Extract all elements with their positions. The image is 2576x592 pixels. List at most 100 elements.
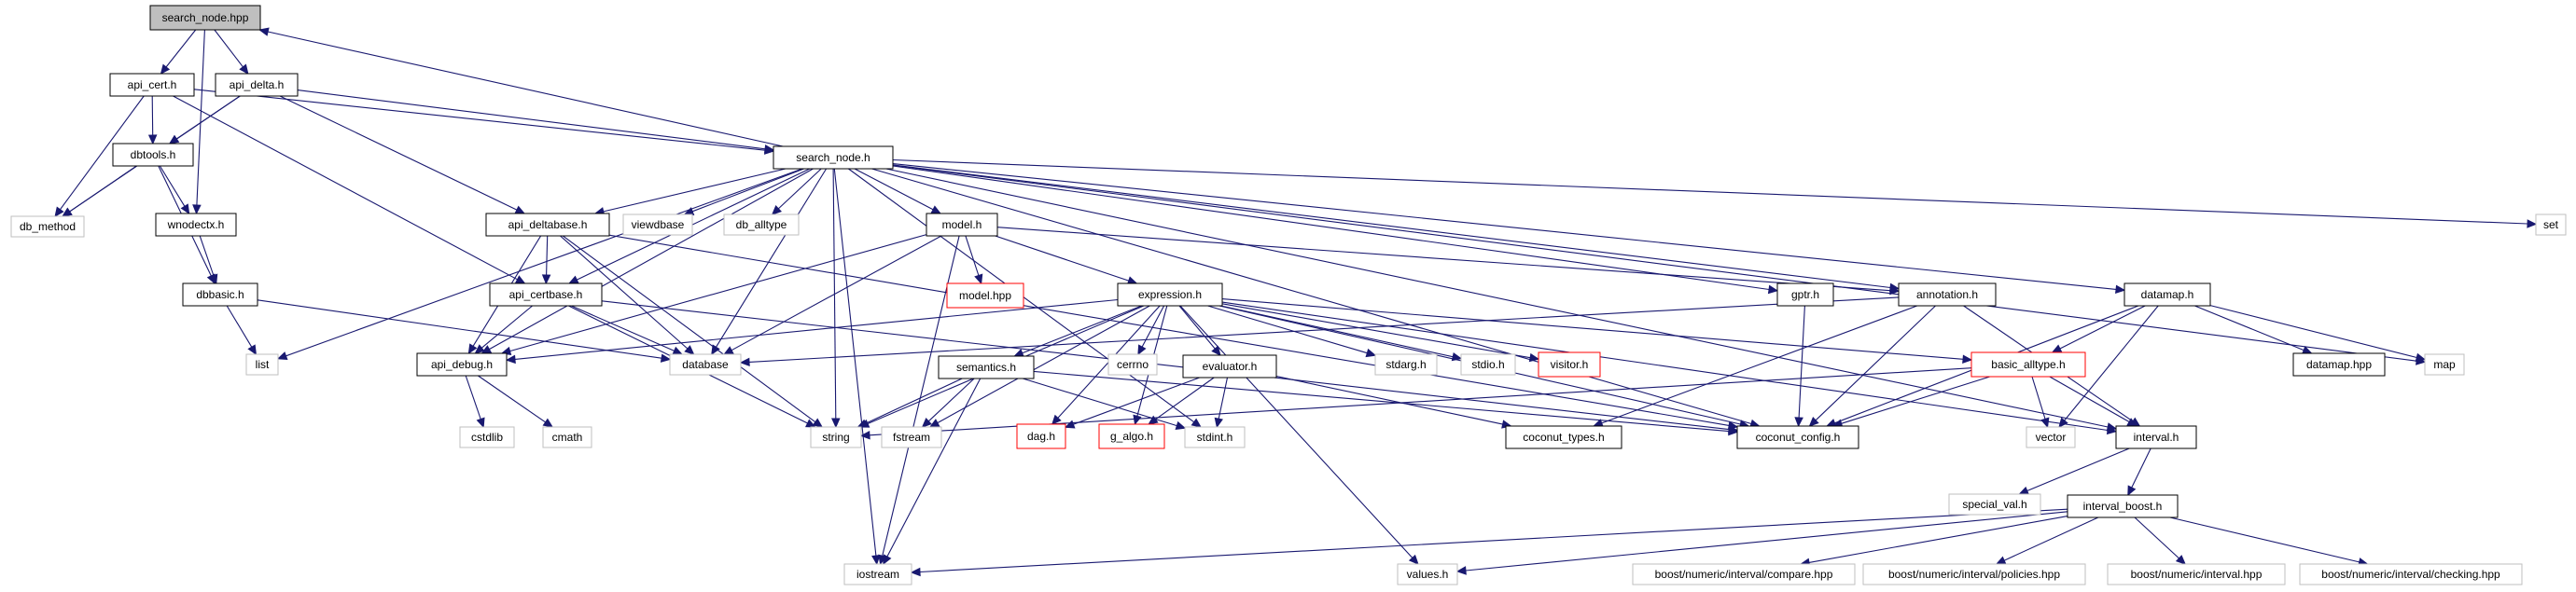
node-coconut-types-h[interactable]: coconut_types.h [1505, 425, 1622, 449]
node-api-deltabase-h[interactable]: api_deltabase.h [485, 213, 610, 237]
arrowhead-icon [1365, 348, 1377, 358]
node-basic-alltype-h[interactable]: basic_alltype.h [1970, 351, 2086, 378]
edge-line [995, 235, 1129, 282]
node-search-node-h[interactable]: search_node.h [773, 145, 894, 170]
node-viewdbase: viewdbase [622, 213, 693, 236]
node-model-h[interactable]: model.h [926, 213, 998, 237]
node-label: api_deltabase.h [508, 218, 588, 231]
edge-api-certbase-h-to-api-debug-h [474, 305, 533, 354]
edge-model-h-to-model-hpp [965, 235, 983, 285]
arrowhead-icon [160, 63, 171, 75]
edge-line [892, 164, 1891, 289]
node-label: api_certbase.h [509, 288, 583, 301]
node-interval-h[interactable]: interval.h [2115, 425, 2197, 449]
edge-line [937, 305, 1150, 424]
edge-line [886, 378, 982, 558]
node-wnodectx-h[interactable]: wnodectx.h [155, 213, 237, 237]
edge-line [892, 158, 2528, 225]
edge-expression-h-to-api-debug-h [505, 298, 1119, 365]
node-coconut-config-h[interactable]: coconut_config.h [1736, 425, 1859, 449]
edge-line [285, 168, 803, 357]
edge-expression-h-to-interval-h [1221, 301, 2118, 435]
arrowhead-icon [505, 354, 516, 365]
arrowhead-icon [831, 418, 841, 429]
node-label: evaluator.h [1203, 360, 1258, 373]
node-api-cert-h[interactable]: api_cert.h [109, 73, 195, 97]
node-model-hpp[interactable]: model.hpp [946, 282, 1024, 309]
arrowhead-icon [276, 351, 288, 361]
edge-interval-h-to-interval-boost-h [2127, 447, 2151, 497]
edge-search-node-h-to-gptr-h [892, 165, 1779, 295]
node-annotation-h[interactable]: annotation.h [1898, 282, 1997, 307]
edge-line [731, 235, 942, 351]
edge-line [601, 300, 1730, 431]
arrowhead-icon [467, 343, 478, 355]
node-api-debug-h[interactable]: api_debug.h [416, 352, 508, 377]
node-label: iostream [856, 568, 899, 581]
node-datamap-h[interactable]: datamap.h [2123, 282, 2211, 307]
edge-line [882, 235, 960, 557]
node-cerrno: cerrno [1107, 353, 1158, 376]
edge-semantics-h-to-iostream [883, 378, 982, 566]
node-label: fstream [893, 431, 930, 444]
node-string: string [810, 426, 862, 448]
edge-dbbasic-h-to-list [226, 305, 258, 356]
node-label: map [2433, 358, 2456, 371]
node-gptr-h[interactable]: gptr.h [1776, 282, 1834, 307]
node-label: dbbasic.h [196, 288, 244, 301]
edge-line [69, 165, 137, 213]
node-api-delta-h[interactable]: api_delta.h [215, 73, 299, 97]
node-label: wnodectx.h [167, 218, 225, 231]
edge-line [226, 305, 253, 348]
arrowhead-icon [567, 275, 579, 284]
node-dbbasic-h[interactable]: dbbasic.h [182, 282, 258, 307]
arrowhead-icon [2527, 219, 2538, 228]
edge-line [927, 378, 975, 422]
node-box [10, 215, 85, 238]
node-interval-boost-h[interactable]: interval_boost.h [2067, 494, 2179, 518]
edge-line [1179, 305, 1413, 558]
arrowhead-icon [1013, 349, 1024, 357]
edge-line [777, 168, 822, 210]
node-evaluator-h[interactable]: evaluator.h [1182, 354, 1277, 379]
edge-line [199, 235, 215, 276]
node-box [1898, 282, 1997, 307]
edge-line [489, 168, 814, 351]
edge-interval-boost-h-to-values-h [1455, 511, 2068, 575]
node-search-node-hpp[interactable]: search_node.hpp [149, 5, 261, 31]
node-fstream: fstream [881, 426, 942, 448]
edge-line [196, 29, 205, 206]
edge-api-debug-h-to-cstdlib [465, 375, 485, 429]
arrowhead-icon [209, 273, 218, 285]
node-g-algo-h[interactable]: g_algo.h [1098, 423, 1165, 449]
edge-line [892, 163, 2117, 290]
node-semantics-h[interactable]: semantics.h [938, 355, 1035, 379]
node-label: api_cert.h [128, 78, 177, 91]
edge-search-node-h-to-list [276, 168, 803, 361]
node-label: set [2543, 218, 2559, 231]
edge-line [1808, 516, 2068, 563]
edge-line [2059, 305, 2146, 350]
edge-interval-boost-h-to-boost-compare [1799, 516, 2068, 567]
arrowhead-icon [974, 273, 983, 285]
edge-datamap-h-to-vector [2058, 305, 2159, 428]
arrowhead-icon [1137, 344, 1147, 356]
node-label: annotation.h [1916, 288, 1978, 301]
arrowhead-icon [684, 345, 695, 355]
node-datamap-hpp[interactable]: datamap.hpp [2292, 352, 2386, 377]
node-dag-h[interactable]: dag.h [1016, 423, 1066, 449]
node-api-certbase-h[interactable]: api_certbase.h [489, 282, 603, 307]
node-label: stdarg.h [1385, 358, 1426, 371]
node-dbtools-h[interactable]: dbtools.h [112, 143, 194, 167]
node-visitor-h[interactable]: visitor.h [1538, 351, 1601, 378]
node-expression-h[interactable]: expression.h [1117, 282, 1223, 307]
arrowhead-icon [542, 418, 554, 428]
arrowhead-icon [514, 275, 526, 284]
arrowhead-icon [1133, 414, 1142, 426]
arrowhead-icon [147, 134, 158, 145]
edge-line [509, 234, 927, 352]
edge-datamap-h-to-datamap-hpp [2194, 305, 2313, 354]
arrowhead-icon [1175, 420, 1187, 430]
edge-line [833, 168, 877, 557]
arrowhead-icon [928, 419, 940, 428]
